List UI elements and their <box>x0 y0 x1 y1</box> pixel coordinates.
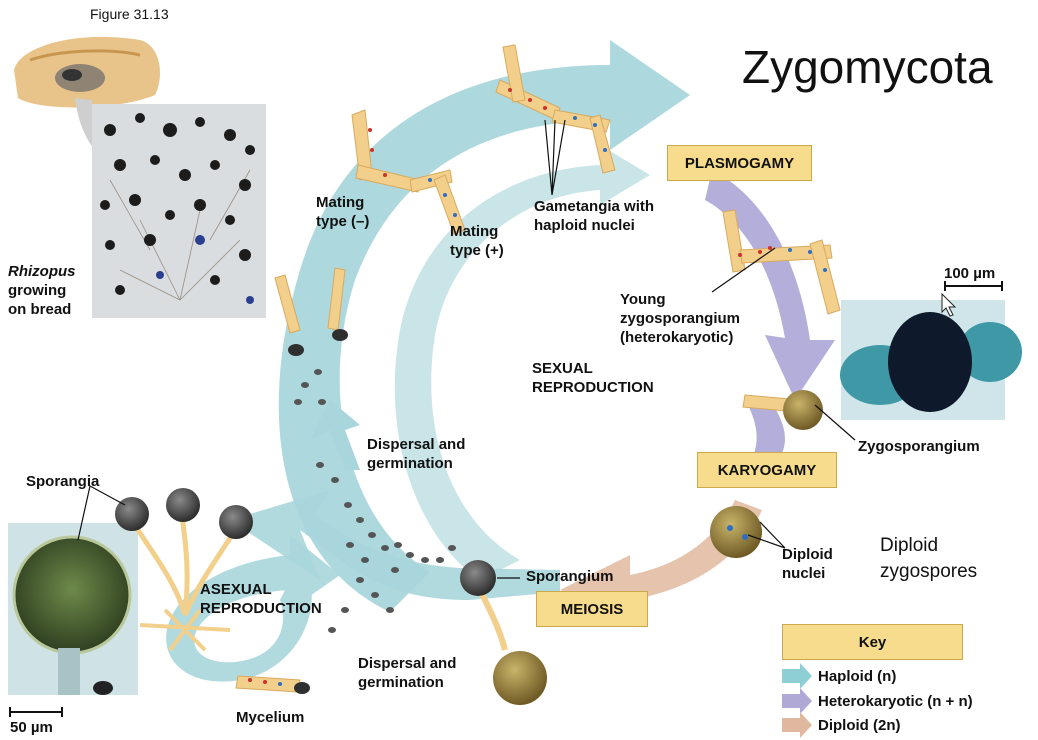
karyogamy-box: KARYOGAMY <box>697 452 837 488</box>
photo-caption-line3: on bread <box>8 301 72 318</box>
karyogamy-label: KARYOGAMY <box>717 461 817 479</box>
zygosporangium-photo <box>840 300 1022 420</box>
sexual-reproduction-label: SEXUAL REPRODUCTION <box>532 359 654 397</box>
sporangia-label: Sporangia <box>26 473 100 490</box>
mating-plus-line1: Mating <box>450 223 499 240</box>
gametangia-line1: Gametangia with <box>534 198 655 215</box>
photo-caption-species: Rhizopus <box>8 263 76 280</box>
gametangia-label: Gametangia with haploid nuclei <box>534 197 654 235</box>
young-line2: zygosporangium <box>620 310 741 327</box>
meiosis-box: MEIOSIS <box>536 591 648 627</box>
spore-tips <box>288 329 348 694</box>
diploid-zygospores-line2: zygospores <box>880 561 978 582</box>
young-line1: Young <box>620 291 666 308</box>
zygosporangium-label: Zygosporangium <box>858 438 980 455</box>
dispersal-upper-line1: Dispersal and <box>367 436 466 453</box>
dispersal-lower-line2: germination <box>358 674 444 691</box>
zygosporangium-diploid <box>710 506 762 558</box>
photo-caption: Rhizopus growing on bread <box>8 262 76 319</box>
key-item-haploid: Haploid (n) <box>818 668 897 685</box>
key-item-diploid: Diploid (2n) <box>818 717 901 734</box>
zygosporangium-mid <box>783 390 823 430</box>
mating-minus-label: Mating type (–) <box>316 193 369 231</box>
sporangia-cluster <box>115 488 253 652</box>
scale-bar-lower-label: 50 µm <box>10 719 53 736</box>
center-sporangium <box>460 560 547 705</box>
mating-minus-line1: Mating <box>316 194 365 211</box>
gametangia-line2: haploid nuclei <box>534 217 635 234</box>
dispersal-upper-line2: germination <box>367 455 453 472</box>
key-title: Key <box>858 633 887 651</box>
rhizopus-photo <box>92 104 266 318</box>
dispersal-lower-line1: Dispersal and <box>358 655 457 672</box>
asexual-loop-arrow <box>166 535 340 682</box>
asexual-reproduction-label: ASEXUAL REPRODUCTION <box>200 580 322 618</box>
plasmogamy-box: PLASMOGAMY <box>667 145 812 181</box>
sporangium-photo <box>8 523 138 695</box>
diploid-nuclei-line1: Diploid <box>782 546 833 563</box>
spores <box>294 369 456 633</box>
diploid-nuclei-line2: nuclei <box>782 565 826 582</box>
diploid-zygospores-label: Diploid zygospores <box>880 533 977 585</box>
key-item-heterokaryotic: Heterokaryotic (n + n) <box>818 693 973 710</box>
key-title-box: Key <box>782 624 963 660</box>
heterokaryotic-arrow <box>705 170 835 400</box>
dispersal-lower-label: Dispersal and germination <box>358 654 456 692</box>
nuclei <box>248 88 827 686</box>
mating-minus-line2: type (–) <box>316 213 370 230</box>
meiosis-label: MEIOSIS <box>560 600 624 618</box>
mouse-cursor-icon <box>941 292 957 317</box>
key-swatches <box>782 663 812 738</box>
sporangium-label: Sporangium <box>526 568 614 585</box>
sexual-line2: REPRODUCTION <box>532 379 654 396</box>
scale-bars <box>9 281 1003 717</box>
asexual-line2: REPRODUCTION <box>200 600 322 617</box>
diploid-nuclei-label: Diploid nuclei <box>782 545 833 583</box>
mating-plus-label: Mating type (+) <box>450 222 504 260</box>
haploid-inner-arrow <box>394 145 650 580</box>
plasmogamy-label: PLASMOGAMY <box>684 154 795 172</box>
page-title: Zygomycota <box>742 41 993 93</box>
leader-lines <box>77 119 856 579</box>
young-line3: (heterokaryotic) <box>620 329 734 346</box>
asexual-line1: ASEXUAL <box>200 581 272 598</box>
mating-plus-line2: type (+) <box>450 242 504 259</box>
young-zygosporangium-label: Young zygosporangium (heterokaryotic) <box>620 290 740 347</box>
dispersal-arrow-up <box>310 400 360 470</box>
diploid-zygospores-line1: Diploid <box>880 535 939 556</box>
bread-zoom-arrow <box>75 98 140 182</box>
figure-label: Figure 31.13 <box>90 6 169 22</box>
dispersal-upper-label: Dispersal and germination <box>367 435 465 473</box>
photo-caption-line2: growing <box>8 282 67 299</box>
scale-bar-upper-label: 100 µm <box>944 265 996 282</box>
mycelium-label: Mycelium <box>236 709 305 726</box>
sexual-line1: SEXUAL <box>532 360 593 377</box>
bread-photo <box>14 36 160 108</box>
